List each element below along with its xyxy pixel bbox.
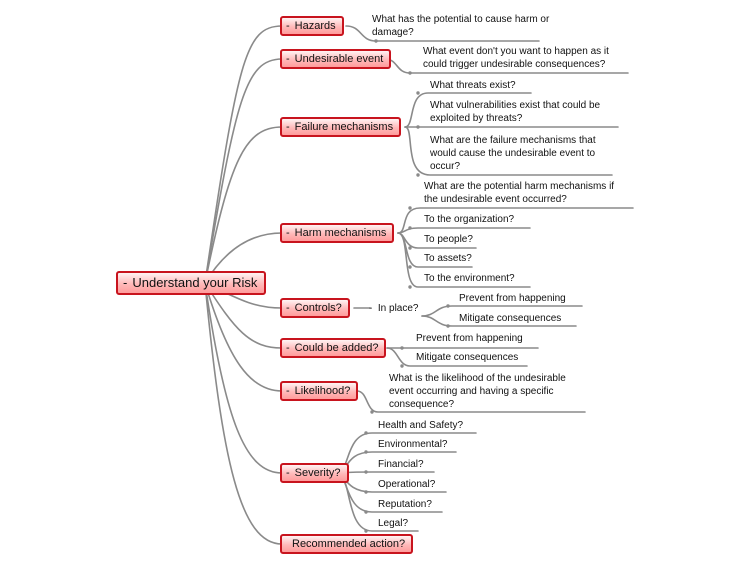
collapse-dash-icon: -	[286, 302, 290, 314]
topic-undesirable-event[interactable]: -Undesirable event	[280, 49, 392, 69]
collapse-dash-icon: -	[369, 303, 373, 314]
leaf-line: What threats exist?	[430, 80, 516, 91]
leaf-line: Environmental?	[378, 439, 448, 450]
leaf-line: event occurring and having a specific	[389, 386, 554, 397]
leaf-severity-legal[interactable]: Legal?	[378, 517, 408, 530]
leaf-likelihood-question[interactable]: What is the likelihood of the undesirabl…	[389, 372, 566, 411]
leaf-line: What vulnerabilities exist that could be	[430, 100, 601, 111]
leaf-line: Prevent from happening	[416, 333, 523, 344]
root-topic[interactable]: -Understand your Risk	[116, 271, 267, 295]
collapse-dash-icon: -	[286, 121, 290, 133]
topic-hazards[interactable]: -Hazards	[280, 16, 344, 36]
root-topic-label: Understand your Risk	[132, 275, 258, 290]
leaf-harm-people[interactable]: To people?	[424, 233, 473, 246]
leaf-line: damage?	[372, 27, 414, 38]
leaf-line: To the organization?	[424, 214, 515, 225]
topic-label: Harm mechanisms	[294, 227, 387, 239]
topic-severity[interactable]: -Severity?	[280, 463, 349, 483]
collapse-dash-icon: -	[286, 227, 290, 239]
topic-label: Recommended action?	[292, 538, 406, 550]
leaf-line: Financial?	[378, 459, 424, 470]
leaf-failure-mechanisms-question[interactable]: What are the failure mechanisms that wou…	[430, 134, 596, 173]
leaf-line: Operational?	[378, 479, 436, 490]
leaf-failure-vulnerabilities[interactable]: What vulnerabilities exist that could be…	[430, 99, 600, 125]
leaf-line: exploited by threats?	[430, 113, 523, 124]
leaf-inplace-prevent[interactable]: Prevent from happening	[459, 292, 566, 305]
topic-controls[interactable]: -Controls?	[280, 298, 350, 318]
subtopic-label: In place?	[377, 303, 419, 314]
leaf-line: could trigger undesirable consequences?	[423, 59, 606, 70]
leaf-line: What is the likelihood of the undesirabl…	[389, 373, 566, 384]
topic-label: Controls?	[294, 302, 342, 314]
collapse-dash-icon: -	[286, 342, 290, 354]
collapse-dash-icon: -	[286, 20, 290, 32]
leaf-harm-question[interactable]: What are the potential harm mechanisms i…	[424, 180, 614, 206]
leaf-severity-reputation[interactable]: Reputation?	[378, 498, 432, 511]
leaf-failure-threats[interactable]: What threats exist?	[430, 79, 516, 92]
topic-failure-mechanisms[interactable]: -Failure mechanisms	[280, 117, 402, 137]
topic-likelihood[interactable]: -Likelihood?	[280, 381, 359, 401]
leaf-line: occur?	[430, 161, 461, 172]
leaf-severity-environmental[interactable]: Environmental?	[378, 438, 447, 451]
topic-recommended-action[interactable]: Recommended action?	[280, 534, 414, 554]
collapse-dash-icon: -	[286, 385, 290, 397]
topic-label: Could be added?	[294, 342, 379, 354]
leaf-line: What are the failure mechanisms that	[430, 135, 596, 146]
topic-label: Hazards	[294, 20, 336, 32]
leaf-undesirable-question[interactable]: What event don't you want to happen as i…	[423, 45, 609, 71]
topic-label: Failure mechanisms	[294, 121, 394, 133]
leaf-line: What are the potential harm mechanisms i…	[424, 181, 615, 192]
topic-label: Severity?	[294, 467, 341, 479]
topic-harm-mechanisms[interactable]: -Harm mechanisms	[280, 223, 395, 243]
leaf-severity-financial[interactable]: Financial?	[378, 458, 424, 471]
topic-label: Likelihood?	[294, 385, 351, 397]
leaf-line: Legal?	[378, 518, 409, 529]
collapse-dash-icon: -	[286, 467, 290, 479]
leaf-line: consequence?	[389, 399, 455, 410]
collapse-dash-icon: -	[123, 275, 128, 290]
leaf-harm-environment[interactable]: To the environment?	[424, 272, 515, 285]
leaf-line: What event don't you want to happen as i…	[423, 46, 609, 57]
leaf-line: To people?	[424, 234, 473, 245]
leaf-line: Mitigate consequences	[459, 313, 562, 324]
leaf-harm-assets[interactable]: To assets?	[424, 252, 472, 265]
leaf-line: What has the potential to cause harm or	[372, 14, 550, 25]
leaf-line: the undesirable event occurred?	[424, 194, 567, 205]
leaf-line: Mitigate consequences	[416, 352, 519, 363]
leaf-severity-operational[interactable]: Operational?	[378, 478, 435, 491]
leaf-severity-health[interactable]: Health and Safety?	[378, 419, 463, 432]
collapse-dash-icon: -	[286, 53, 290, 65]
leaf-added-mitigate[interactable]: Mitigate consequences	[416, 351, 518, 364]
leaf-line: would cause the undesirable event to	[430, 148, 596, 159]
subtopic-in-place[interactable]: - In place?	[369, 302, 419, 315]
leaf-line: Reputation?	[378, 499, 432, 510]
leaf-added-prevent[interactable]: Prevent from happening	[416, 332, 523, 345]
leaf-line: To assets?	[424, 253, 472, 264]
topic-could-be-added[interactable]: -Could be added?	[280, 338, 387, 358]
leaf-inplace-mitigate[interactable]: Mitigate consequences	[459, 312, 561, 325]
leaf-line: Prevent from happening	[459, 293, 566, 304]
leaf-hazards-question[interactable]: What has the potential to cause harm or …	[372, 13, 549, 39]
leaf-line: Health and Safety?	[378, 420, 464, 431]
leaf-line: To the environment?	[424, 273, 515, 284]
leaf-harm-organization[interactable]: To the organization?	[424, 213, 514, 226]
topic-label: Undesirable event	[294, 53, 384, 65]
